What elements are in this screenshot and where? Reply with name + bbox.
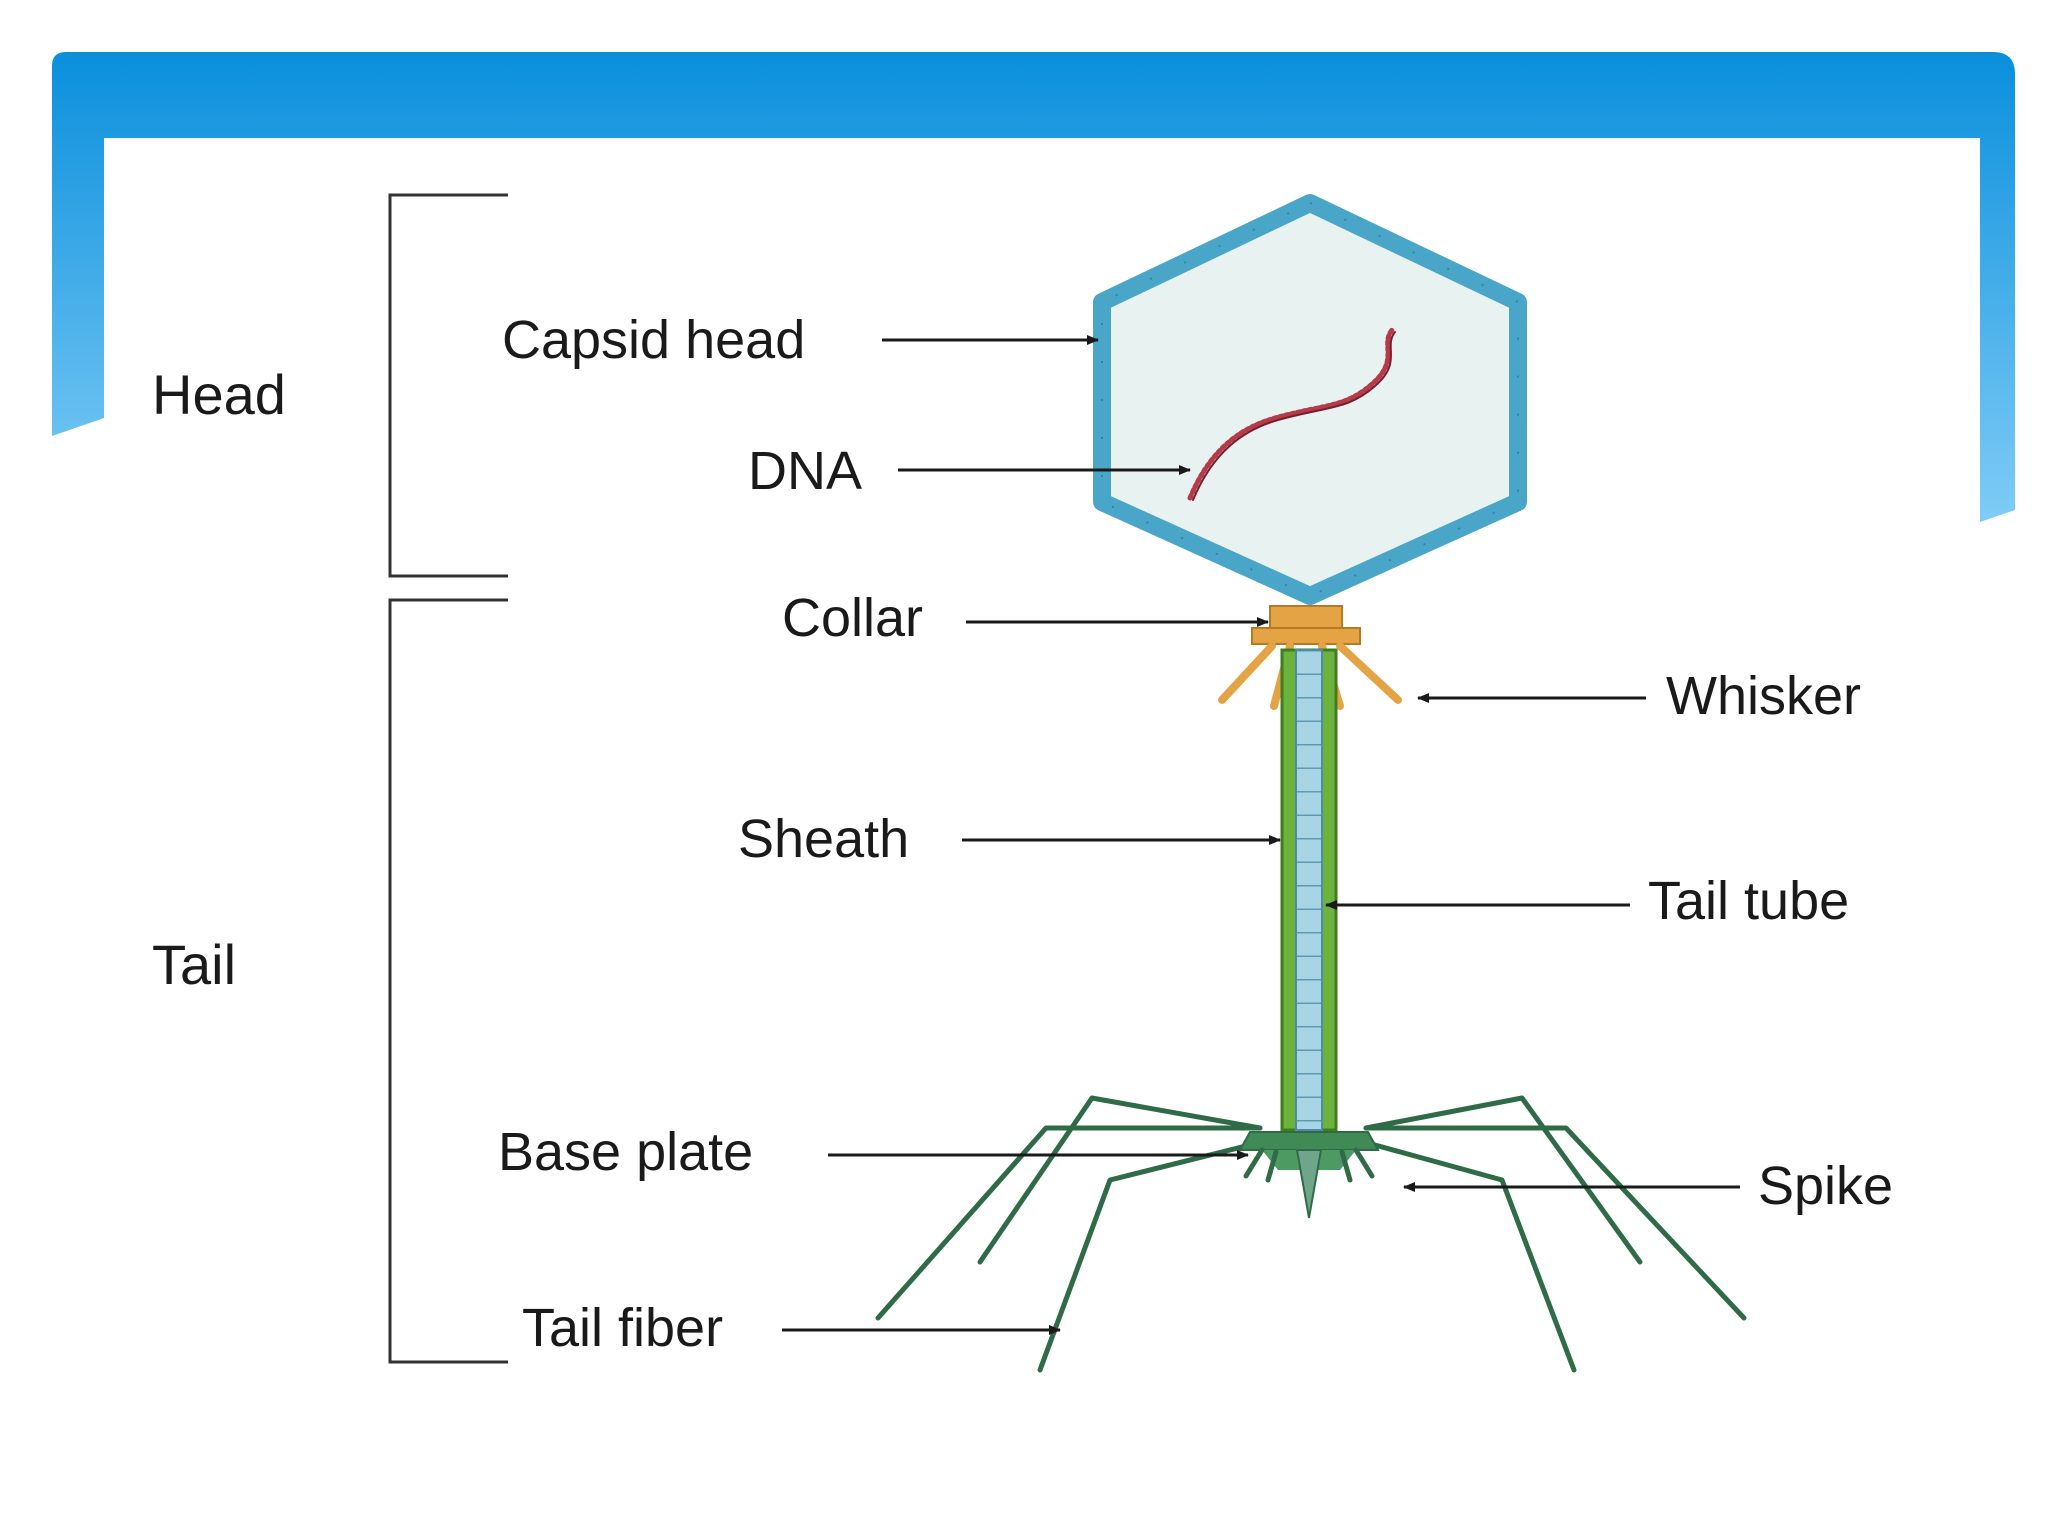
collar xyxy=(1251,605,1361,645)
tail-fiber-label: Tail fiber xyxy=(522,1298,723,1358)
collar-label: Collar xyxy=(782,588,923,648)
tail-tube xyxy=(1295,649,1323,1131)
tail-tube-label: Tail tube xyxy=(1648,871,1849,931)
slide-banner xyxy=(52,52,2015,522)
label-arrows xyxy=(782,335,1740,1335)
tail-section-label: Tail xyxy=(152,933,236,996)
tail-bracket xyxy=(388,598,508,1364)
capsid-head-label: Capsid head xyxy=(502,310,805,370)
dna-strand xyxy=(1187,327,1396,501)
capsid-head xyxy=(1093,194,1527,605)
sheath-label: Sheath xyxy=(738,809,909,869)
base-plate-label: Base plate xyxy=(498,1122,753,1182)
banner-shape xyxy=(52,52,2015,522)
head-bracket xyxy=(388,193,508,578)
spike xyxy=(1243,1147,1375,1219)
whisker-label: Whisker xyxy=(1666,666,1861,726)
spike-label: Spike xyxy=(1758,1156,1893,1216)
dna-label: DNA xyxy=(748,441,862,501)
head-section-label: Head xyxy=(152,363,286,426)
